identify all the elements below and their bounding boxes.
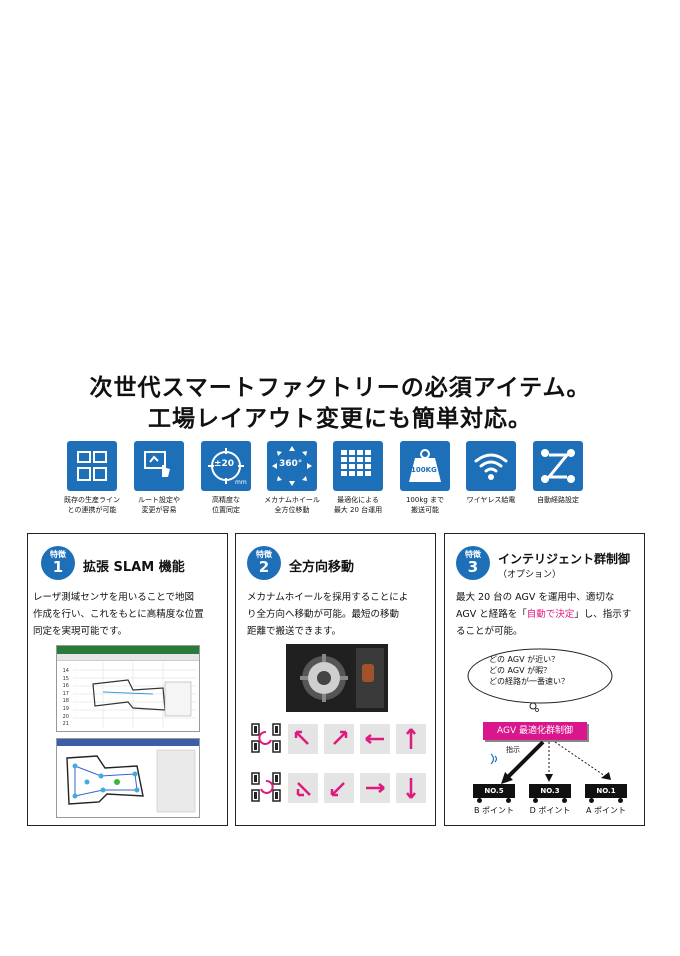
mecanum-wheel-photo [286,644,388,712]
auto-route-icon [533,441,583,491]
icon-caption: ルート設定や変更が容易 [138,496,180,514]
icon-caption: 既存の生産ラインとの連携が可能 [64,496,120,514]
instruction-label: 指示 [506,746,520,754]
slam-map-screenshot [56,738,200,818]
icon-caption: メカナムホイール全方位移動 [264,496,320,514]
instruction-arrows [490,740,611,784]
icon-item-precision: ±20 mm 高精度な位置同定 [186,441,266,515]
route-touch-icon [134,441,184,491]
agv-cart-3: NO.3 [529,784,571,803]
point-label: A ポイント [585,806,626,815]
icon-caption: 自動経路設定 [537,496,579,504]
feature-subtitle: （オプション） [498,570,562,580]
point-label: B ポイント [473,806,515,815]
headline-line2: 工場レイアウト変更にも簡単対応。 [148,405,532,432]
icon-item-integration: 既存の生産ラインとの連携が可能 [52,441,132,515]
headline-line1: 次世代スマートファクトリーの必須アイテム。 [89,374,591,401]
feature-title: 拡張 SLAM 機能 [83,560,185,575]
controller-label: AGV 最適化群制御 [483,722,587,740]
agv-cart-1: NO.1 [585,784,627,803]
feature-title: 全方向移動 [289,560,355,575]
icon-caption: 最適化による最大 20 台運用 [333,496,383,514]
layout-grid-icon [67,441,117,491]
icon-item-fleet: 最適化による最大 20 台運用 [318,441,398,515]
movement-row-2 [250,771,430,805]
icon-caption: ワイヤレス給電 [466,496,516,504]
icon-item-autoroute: 自動経路設定 [518,441,598,505]
movement-row-1 [250,722,430,756]
highlight-text: 自動で決定 [526,609,575,620]
bubble-text: どの AGV が近い？どの AGV が暇？どの経路が一番速い？ [489,655,569,686]
point-label: D ポイント [529,806,571,815]
icon-caption: 100kg まで搬送可能 [405,496,445,514]
feature-icon-row: 既存の生産ラインとの連携が可能 ルート設定や変更が容易 ±20 mm 高精度な位… [52,441,632,521]
icon-item-route: ルート設定や変更が容易 [119,441,199,515]
wireless-charging-icon [466,441,516,491]
omnidirectional-icon: 360° [267,441,317,491]
feature-body: メカナムホイールを採用することにより全方向へ移動が可能。最短の移動距離で搬送でき… [247,592,409,637]
icon-item-omni: 360° メカナムホイール全方位移動 [252,441,332,515]
icon-item-weight: 100KG 100kg まで搬送可能 [385,441,465,515]
precision-target-icon: ±20 mm [201,441,251,491]
agv-cart-5: NO.5 [473,784,515,803]
fleet-grid-icon [333,441,383,491]
weight-icon: 100KG [400,441,450,491]
icon-item-wireless: ワイヤレス給電 [451,441,531,505]
icon-caption: 高精度な位置同定 [212,496,240,514]
feature-body: レーザ測域センサを用いることで地図作成を行い、これをもとに高精度な位置同定を実現… [33,592,204,637]
feature-title: インテリジェント群制御 [498,552,631,566]
thought-bubble [467,648,613,712]
feature-body: 最大 20 台の AGV を運用中、適切な AGV と経路を「自動で決定」し、指… [456,592,632,637]
